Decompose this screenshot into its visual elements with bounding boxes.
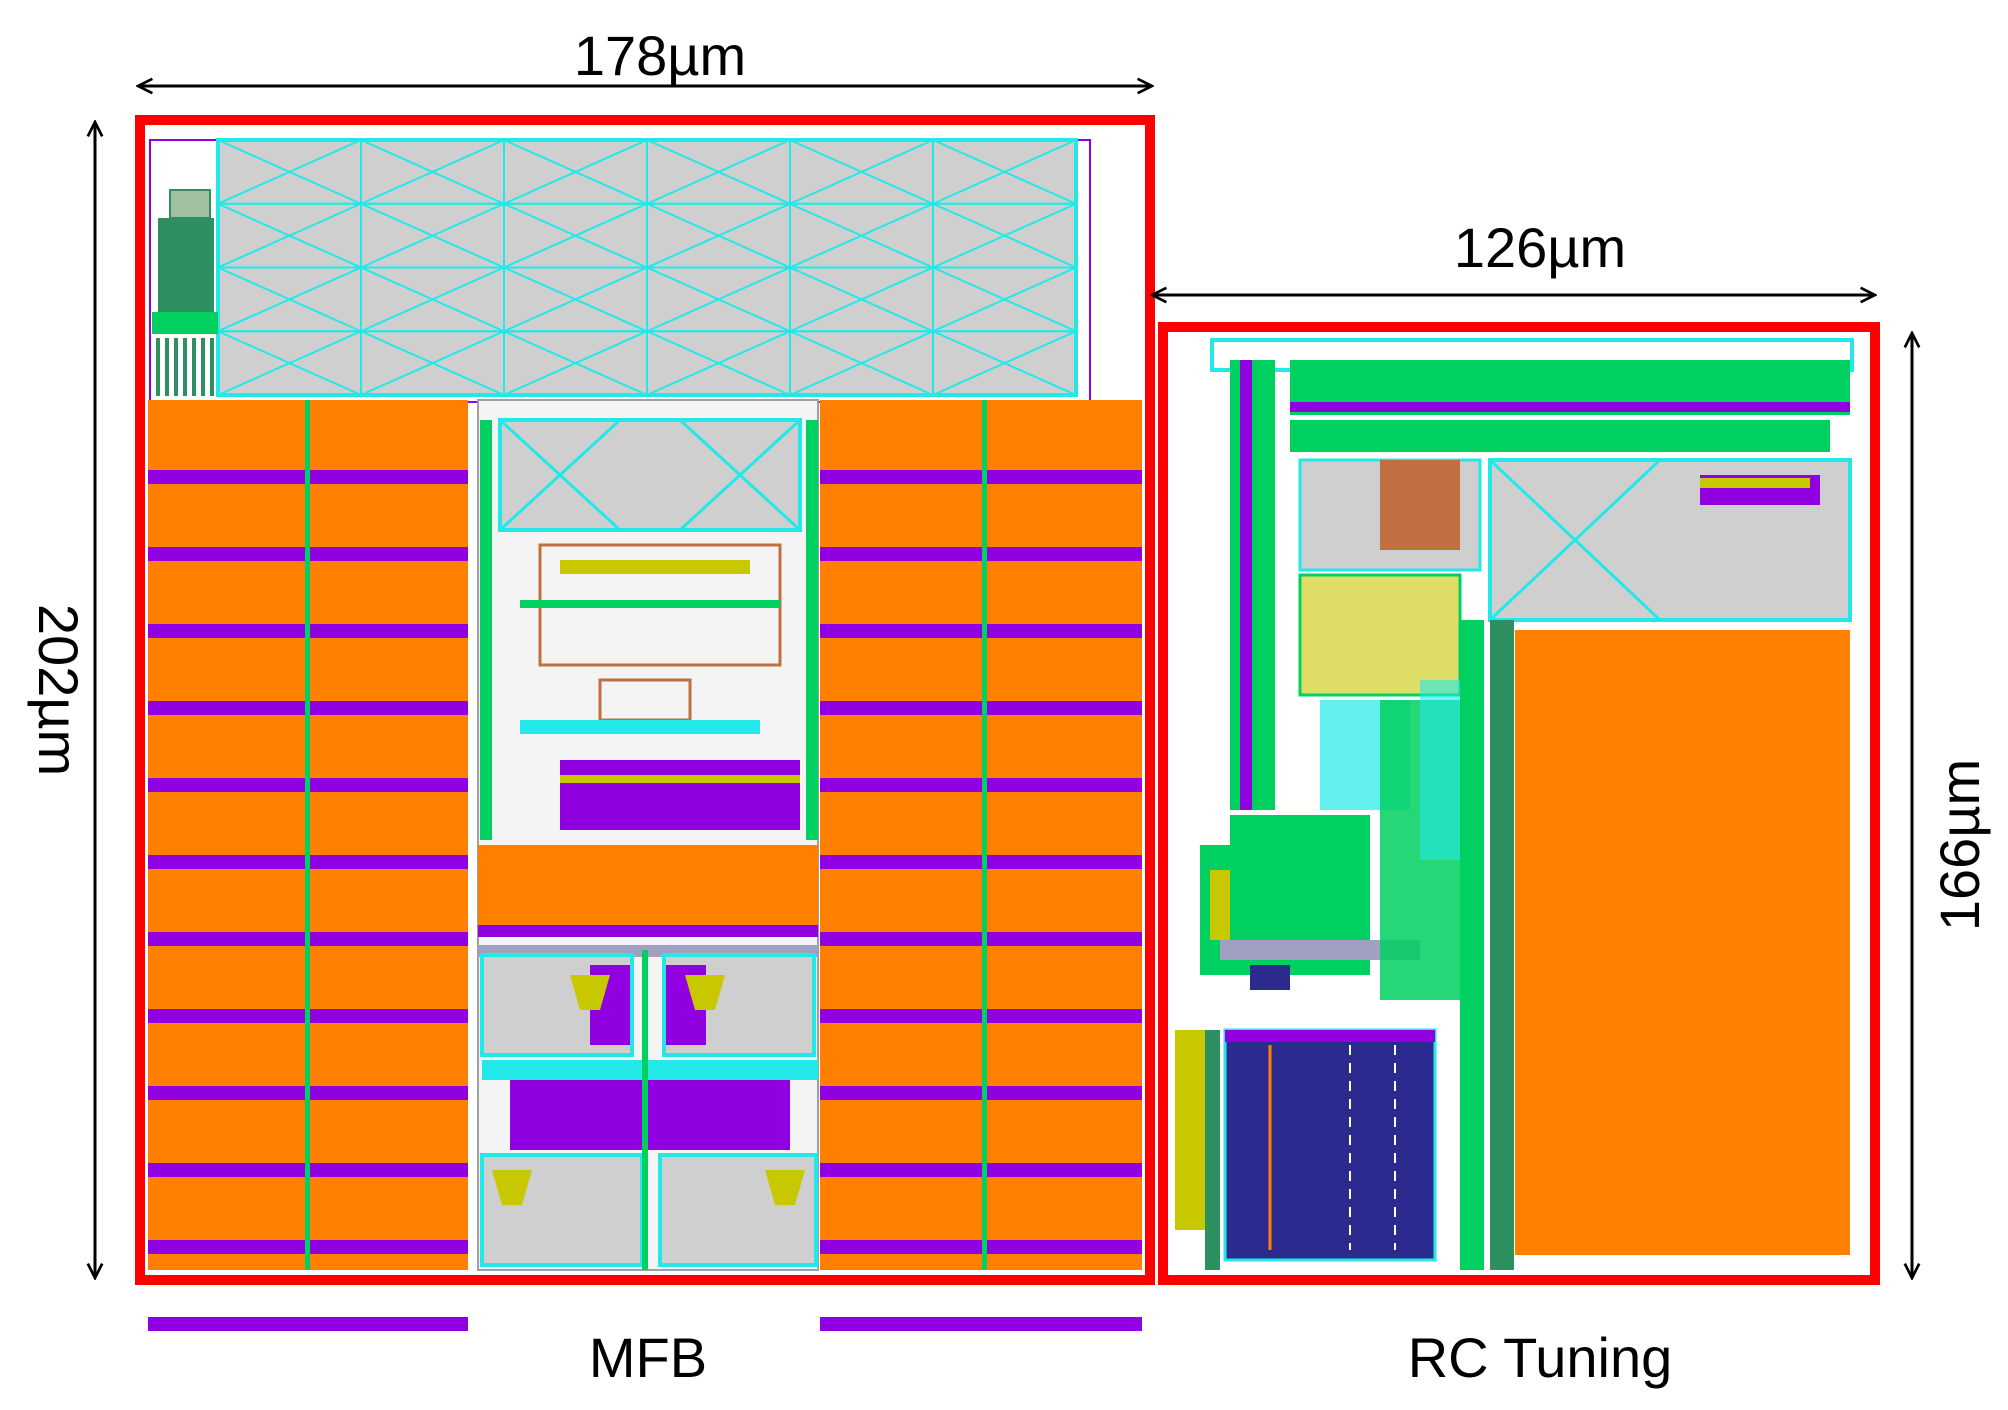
mfb-block-label: MFB [588, 1326, 708, 1389]
rc-tuning-block-label: RC Tuning [1407, 1326, 1673, 1389]
rc-height-label: 166µm [1928, 758, 1991, 932]
mfb-block [135, 115, 1155, 1331]
mfb-left-bank [148, 400, 468, 1331]
mfb-outline [135, 115, 1155, 1285]
mfb-height-label: 202µm [27, 603, 90, 777]
rc-tuning-block [1158, 322, 1880, 1285]
mfb-center-core [477, 399, 819, 1271]
rc-width-label: 126µm [1453, 216, 1627, 279]
mfb-capacitor-array [149, 138, 1091, 403]
rc-tuning-outline [1158, 322, 1880, 1285]
mfb-width-label: 178µm [573, 24, 747, 87]
mfb-right-bank [820, 400, 1142, 1331]
